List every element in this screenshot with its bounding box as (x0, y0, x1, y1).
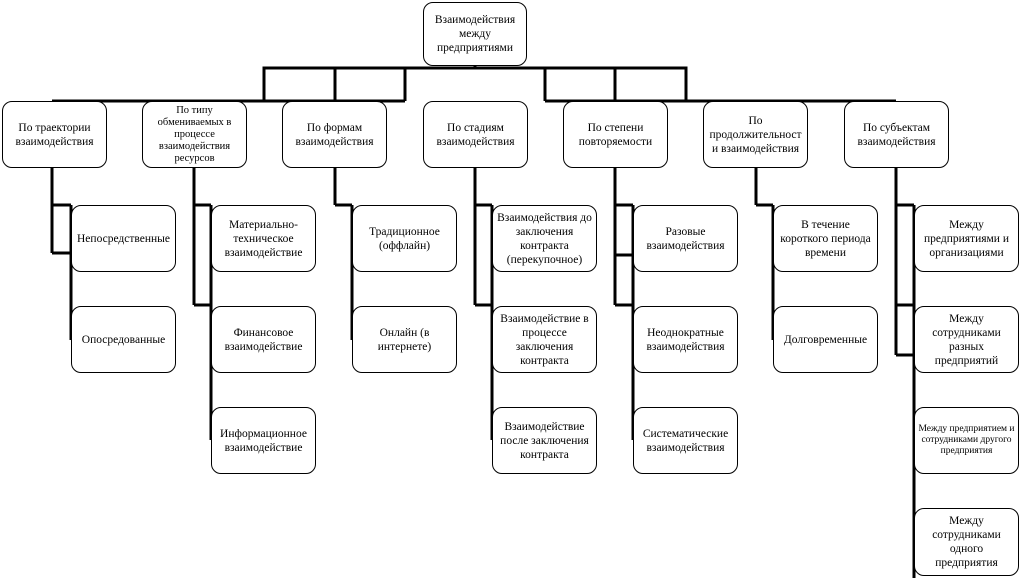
child-employees-different-enterprises: Между сотрудниками разных предприятий (914, 306, 1019, 373)
category-stages: По стадиям взаимодействия (423, 101, 528, 168)
child-label: Информационное взаимодействие (220, 427, 307, 454)
child-label: Разовые взаимодействия (646, 225, 725, 252)
child-label: Между сотрудниками разных предприятий (932, 312, 1001, 367)
root-label: Взаимодействия между предприятиями (434, 14, 516, 54)
child-one-time: Разовые взаимодействия (633, 205, 738, 272)
child-label: Финансовое взаимодействие (224, 326, 303, 353)
child-indirect: Опосредованные (71, 306, 176, 373)
child-label: В течение короткого периода времени (780, 218, 871, 259)
child-employees-same-enterprise: Между сотрудниками одного предприятия (914, 508, 1019, 576)
child-label: Традиционное (оффлайн) (369, 225, 440, 252)
category-resource-type: По типу обмениваемых в процессе взаимоде… (142, 101, 247, 168)
child-label: Между предприятием и сотрудниками другог… (918, 424, 1015, 456)
category-label: По траектории взаимодействия (15, 121, 94, 148)
child-label: Взаимодействие в процессе заключения кон… (500, 312, 589, 367)
child-label: Непосредственные (77, 232, 170, 245)
child-repeated: Неоднократные взаимодействия (633, 306, 738, 373)
child-label: Систематические взаимодействия (642, 427, 729, 454)
child-enterprises-organizations: Между предприятиями и организациями (914, 205, 1019, 272)
category-repeatability: По степени повторяемости (563, 101, 668, 168)
category-label: По стадиям взаимодействия (436, 121, 515, 148)
child-direct: Непосредственные (71, 205, 176, 272)
child-label: Взаимодействие после заключения контракт… (500, 420, 589, 461)
child-long-term: Долговременные (773, 306, 878, 373)
child-informational: Информационное взаимодействие (211, 407, 316, 474)
child-traditional: Традиционное (оффлайн) (352, 205, 457, 272)
child-online: Онлайн (в интернете) (352, 306, 457, 373)
child-label: Между сотрудниками одного предприятия (932, 515, 1001, 569)
child-label: Онлайн (в интернете) (377, 326, 432, 353)
child-during-contract: Взаимодействие в процессе заключения кон… (492, 306, 597, 373)
child-label: Материально-техническое взаимодействие (224, 218, 303, 259)
category-label: По продолжительности взаимодействия (709, 114, 802, 155)
category-label: По типу обмениваемых в процессе взаимоде… (157, 104, 232, 164)
root-node: Взаимодействия между предприятиями (423, 2, 527, 66)
child-material-technical: Материально-техническое взаимодействие (211, 205, 316, 272)
category-forms: По формам взаимодействия (282, 101, 387, 168)
child-enterprise-and-other-employees: Между предприятием и сотрудниками другог… (914, 407, 1019, 474)
child-after-contract: Взаимодействие после заключения контракт… (492, 407, 597, 474)
child-label: Опосредованные (81, 333, 166, 346)
child-short-period: В течение короткого периода времени (773, 205, 878, 272)
child-label: Долговременные (783, 333, 868, 346)
category-duration: По продолжительности взаимодействия (703, 101, 808, 168)
category-label: По субъектам взаимодействия (857, 121, 936, 148)
category-subjects: По субъектам взаимодействия (844, 101, 949, 168)
child-label: Неоднократные взаимодействия (646, 326, 725, 353)
child-label: Взаимодействия до заключения контракта (… (497, 211, 592, 266)
category-trajectory: По траектории взаимодействия (2, 101, 107, 168)
category-label: По формам взаимодействия (295, 121, 374, 148)
child-systematic: Систематические взаимодействия (633, 407, 738, 474)
child-financial: Финансовое взаимодействие (211, 306, 316, 373)
category-label: По степени повторяемости (578, 121, 653, 148)
child-label: Между предприятиями и организациями (924, 218, 1009, 259)
child-before-contract: Взаимодействия до заключения контракта (… (492, 205, 597, 272)
